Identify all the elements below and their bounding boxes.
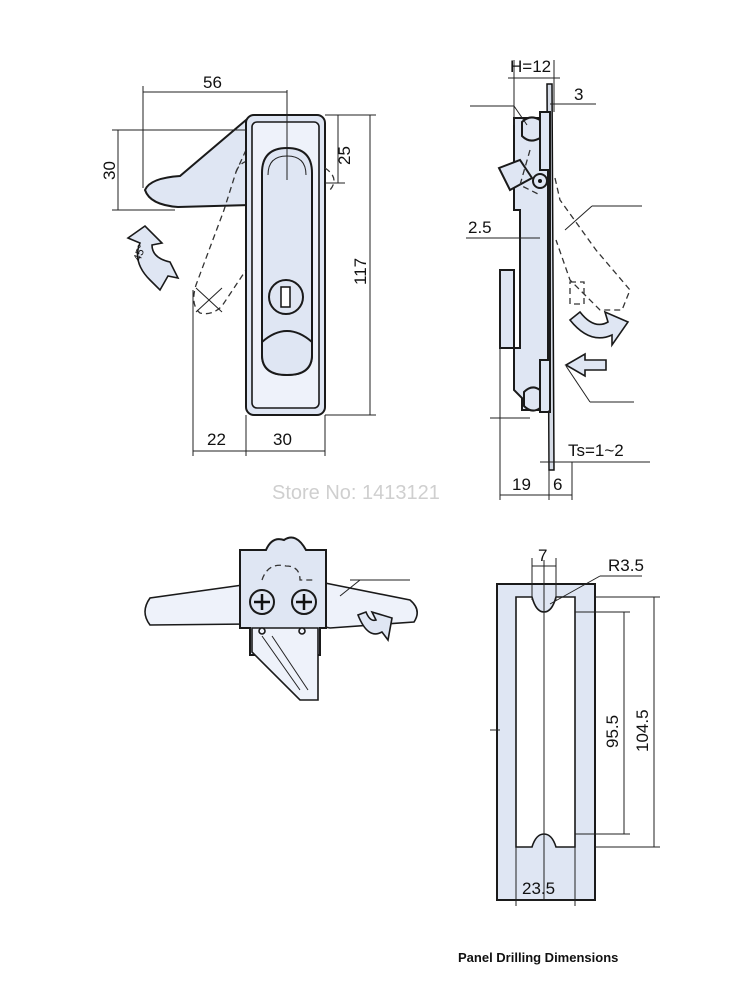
store-watermark: Store No: 1413121 bbox=[272, 482, 440, 504]
angle-45: 45° bbox=[132, 243, 149, 263]
dim-104-5: 104.5 bbox=[633, 709, 652, 752]
side-view: H=12 3 2.5 19 6 Ts=1~2 bbox=[466, 57, 650, 500]
dim-30-width: 30 bbox=[273, 430, 292, 449]
dim-7: 7 bbox=[538, 546, 547, 565]
dim-56: 56 bbox=[203, 73, 222, 92]
push-arrow-icon bbox=[564, 352, 607, 378]
dim-r3-5: R3.5 bbox=[608, 556, 644, 575]
screw-icon bbox=[291, 589, 317, 615]
keyhole-icon bbox=[280, 286, 291, 308]
back-plate bbox=[239, 536, 327, 656]
dim-117: 117 bbox=[351, 258, 370, 285]
dim-6: 6 bbox=[553, 475, 562, 494]
front-view: 56 30 25 117 22 30 45° bbox=[100, 73, 376, 456]
handle-closed bbox=[143, 117, 252, 209]
handle-arm bbox=[144, 583, 251, 626]
dim-ts: Ts=1~2 bbox=[568, 441, 624, 460]
dim-h12: H=12 bbox=[510, 57, 551, 76]
dim-23-5: 23.5 bbox=[522, 879, 555, 898]
cutout-view: 7 R3.5 95.5 104.5 23.5 bbox=[490, 546, 660, 906]
cutout-hole bbox=[515, 596, 576, 848]
screw-icon bbox=[249, 589, 275, 615]
dim-25: 25 bbox=[335, 146, 354, 165]
dim-19: 19 bbox=[512, 475, 531, 494]
handle-rotated bbox=[193, 149, 247, 315]
rotate-arrow-icon bbox=[568, 310, 630, 348]
dim-3: 3 bbox=[574, 85, 583, 104]
drilling-caption: Panel Drilling Dimensions bbox=[458, 950, 618, 965]
dim-30-height: 30 bbox=[100, 161, 119, 180]
rotation-arrow-icon bbox=[126, 224, 180, 292]
dim-2-5: 2.5 bbox=[468, 218, 492, 237]
dim-22: 22 bbox=[207, 430, 226, 449]
dim-95-5: 95.5 bbox=[603, 715, 622, 748]
back-view bbox=[144, 536, 418, 701]
turn-arrow-icon bbox=[356, 610, 393, 642]
